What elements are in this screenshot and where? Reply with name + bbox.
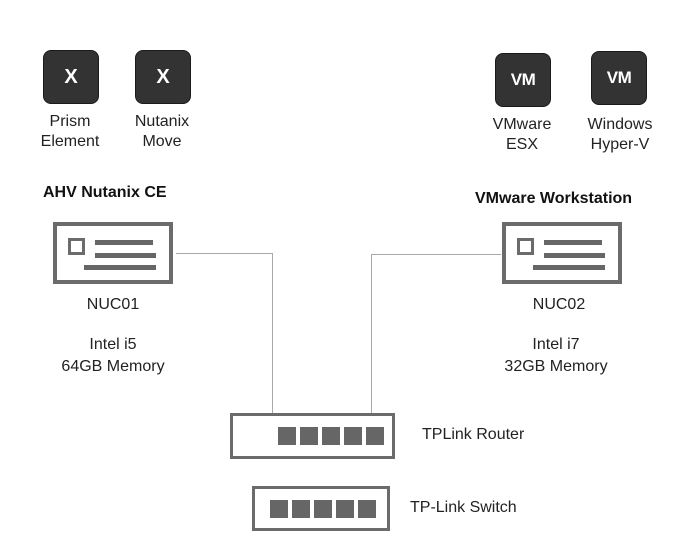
nutanix-move-tile: X [135, 50, 191, 104]
hyper-v-tile: VM [591, 51, 647, 105]
router-icon [230, 413, 395, 459]
switch-port [336, 500, 354, 518]
router-port [278, 427, 296, 445]
nuc02-name: NUC02 [532, 296, 586, 313]
nutanix-x-icon: X [64, 65, 78, 88]
link-nuc01-router-h [176, 253, 273, 254]
link-nuc02-router-v [371, 254, 372, 414]
link-nuc02-router-h [371, 254, 501, 255]
nuc01-memory: 64GB Memory [61, 358, 165, 375]
nutanix-x-icon: X [156, 65, 170, 88]
nutanix-move-label: Nutanix Move [134, 113, 190, 150]
router-port [300, 427, 318, 445]
server-bar [544, 253, 605, 258]
hyper-v-label: Windows Hyper-V [587, 116, 653, 153]
switch-label: TP-Link Switch [410, 499, 517, 516]
server-indicator [68, 238, 85, 255]
host-heading-nuc02: VMware Workstation [475, 190, 633, 207]
switch-port [270, 500, 288, 518]
nuc01-server-icon [53, 222, 173, 284]
nuc02-cpu: Intel i7 [532, 336, 580, 353]
router-port [366, 427, 384, 445]
switch-port [292, 500, 310, 518]
server-bar [533, 265, 605, 270]
nuc02-server-icon [502, 222, 622, 284]
router-port [322, 427, 340, 445]
server-bar [95, 253, 156, 258]
host-heading-nuc01: AHV Nutanix CE [43, 184, 167, 201]
nuc01-cpu: Intel i5 [89, 336, 137, 353]
prism-element-tile: X [43, 50, 99, 104]
nuc02-memory: 32GB Memory [504, 358, 608, 375]
vm-icon: VM [510, 70, 536, 89]
vmware-esx-label: VMware ESX [492, 116, 552, 153]
link-nuc01-router-v [272, 253, 273, 414]
switch-icon [252, 486, 390, 531]
switch-port [358, 500, 376, 518]
vm-icon: VM [606, 68, 632, 87]
server-bar [84, 265, 156, 270]
router-port [344, 427, 362, 445]
vmware-esx-tile: VM [495, 53, 551, 107]
server-bar [95, 240, 153, 245]
prism-element-label: Prism Element [40, 113, 100, 150]
switch-port [314, 500, 332, 518]
server-bar [544, 240, 602, 245]
nuc01-name: NUC01 [86, 296, 140, 313]
server-indicator [517, 238, 534, 255]
router-label: TPLink Router [422, 426, 525, 443]
